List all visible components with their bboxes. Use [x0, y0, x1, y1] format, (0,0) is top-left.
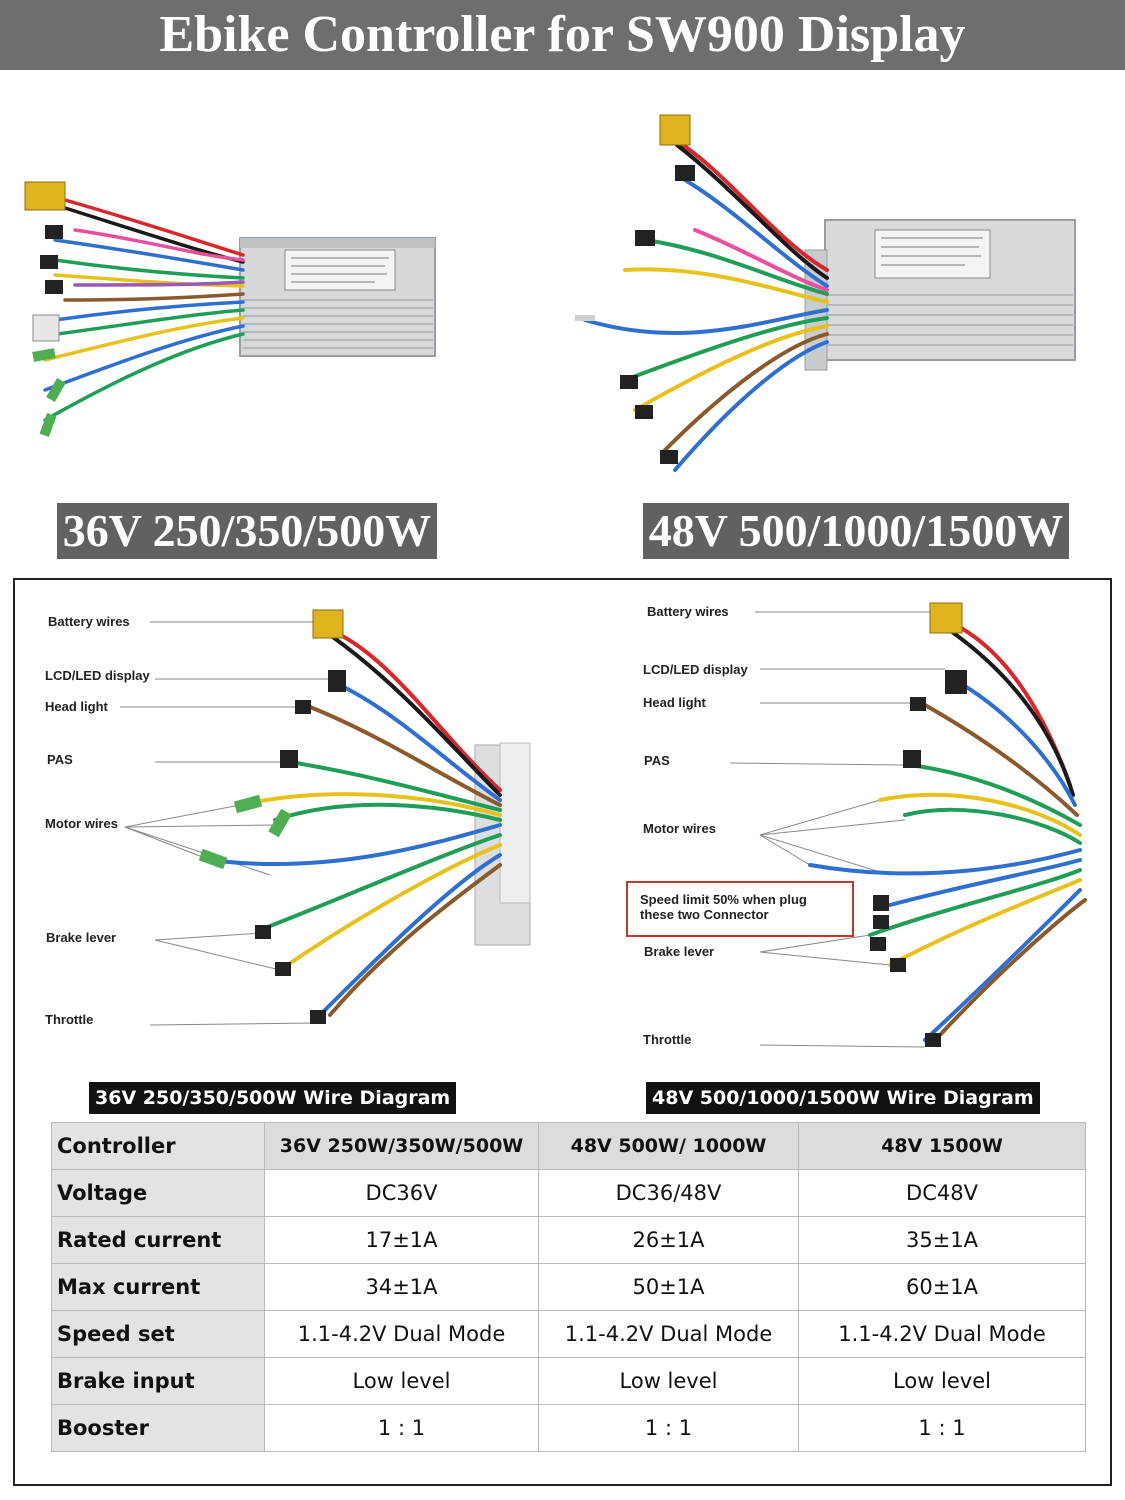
row-label: Speed set [51, 1310, 265, 1358]
table-cell: DC48V [798, 1169, 1086, 1217]
diagram-caption-36v: 36V 250/350/500W Wire Diagram [89, 1082, 457, 1114]
header-cell: 36V 250W/350W/500W [264, 1122, 539, 1170]
label-pas-36v: PAS [47, 752, 73, 767]
label-head-light-36v: Head light [45, 699, 108, 714]
wire-diagram-36v [120, 609, 531, 1026]
wire-diagram-48v [729, 602, 1087, 1048]
table-cell: 17±1A [264, 1216, 539, 1264]
label-motor-wires-36v: Motor wires [45, 816, 118, 831]
row-label: Voltage [51, 1169, 265, 1217]
model-label-36v: 36V 250/350/500W [57, 503, 437, 559]
label-battery-wires-48v: Battery wires [647, 604, 729, 619]
table-row: Voltage DC36V DC36/48V DC48V [51, 1169, 1086, 1217]
row-label: Max current [51, 1263, 265, 1311]
label-throttle-36v: Throttle [45, 1012, 94, 1027]
header-cell: 48V 500W/ 1000W [538, 1122, 799, 1170]
table-cell: 1 : 1 [538, 1404, 799, 1452]
row-label: Brake input [51, 1357, 265, 1405]
wire-diagram-frame [13, 578, 1112, 1486]
table-cell: DC36/48V [538, 1169, 799, 1217]
table-cell: 1 : 1 [264, 1404, 539, 1452]
table-row: Max current 34±1A 50±1A 60±1A [51, 1263, 1086, 1311]
table-cell: Low level [538, 1357, 799, 1405]
controller-photo-36v [24, 181, 436, 438]
page-title: Ebike Controller for SW900 Display [0, 0, 1125, 70]
spec-table: Controller 36V 250W/350W/500W 48V 500W/ … [51, 1122, 1086, 1452]
table-cell: Low level [264, 1357, 539, 1405]
header-cell: 48V 1500W [798, 1122, 1086, 1170]
table-header-row: Controller 36V 250W/350W/500W 48V 500W/ … [51, 1122, 1086, 1170]
header-cell: Controller [51, 1122, 265, 1170]
table-row: Brake input Low level Low level Low leve… [51, 1357, 1086, 1405]
table-cell: 1.1-4.2V Dual Mode [798, 1310, 1086, 1358]
label-throttle-48v: Throttle [643, 1032, 692, 1047]
controller-photo-48v [575, 114, 1076, 472]
diagram-caption-48v: 48V 500/1000/1500W Wire Diagram [646, 1082, 1040, 1114]
speed-limit-note-line2: these two Connector [640, 907, 769, 922]
row-label: Rated current [51, 1216, 265, 1264]
table-cell: 1.1-4.2V Dual Mode [538, 1310, 799, 1358]
label-battery-wires-36v: Battery wires [48, 614, 130, 629]
table-cell: 50±1A [538, 1263, 799, 1311]
table-cell: 35±1A [798, 1216, 1086, 1264]
label-head-light-48v: Head light [643, 695, 706, 710]
model-label-48v: 48V 500/1000/1500W [643, 503, 1069, 559]
table-cell: Low level [798, 1357, 1086, 1405]
label-brake-lever-48v: Brake lever [644, 944, 715, 959]
table-cell: DC36V [264, 1169, 539, 1217]
row-label: Booster [51, 1404, 265, 1452]
table-cell: 34±1A [264, 1263, 539, 1311]
table-cell: 26±1A [538, 1216, 799, 1264]
table-row: Speed set 1.1-4.2V Dual Mode 1.1-4.2V Du… [51, 1310, 1086, 1358]
label-lcd-display-36v: LCD/LED display [45, 668, 150, 683]
speed-limit-note-line1: Speed limit 50% when plug [640, 892, 807, 907]
label-brake-lever-36v: Brake lever [46, 930, 117, 945]
label-pas-48v: PAS [644, 753, 670, 768]
table-row: Rated current 17±1A 26±1A 35±1A [51, 1216, 1086, 1264]
table-cell: 60±1A [798, 1263, 1086, 1311]
table-row: Booster 1 : 1 1 : 1 1 : 1 [51, 1404, 1086, 1452]
speed-limit-note: Speed limit 50% when plug these two Conn… [626, 881, 854, 937]
label-lcd-display-48v: LCD/LED display [643, 662, 748, 677]
table-cell: 1 : 1 [798, 1404, 1086, 1452]
table-cell: 1.1-4.2V Dual Mode [264, 1310, 539, 1358]
label-motor-wires-48v: Motor wires [643, 821, 716, 836]
